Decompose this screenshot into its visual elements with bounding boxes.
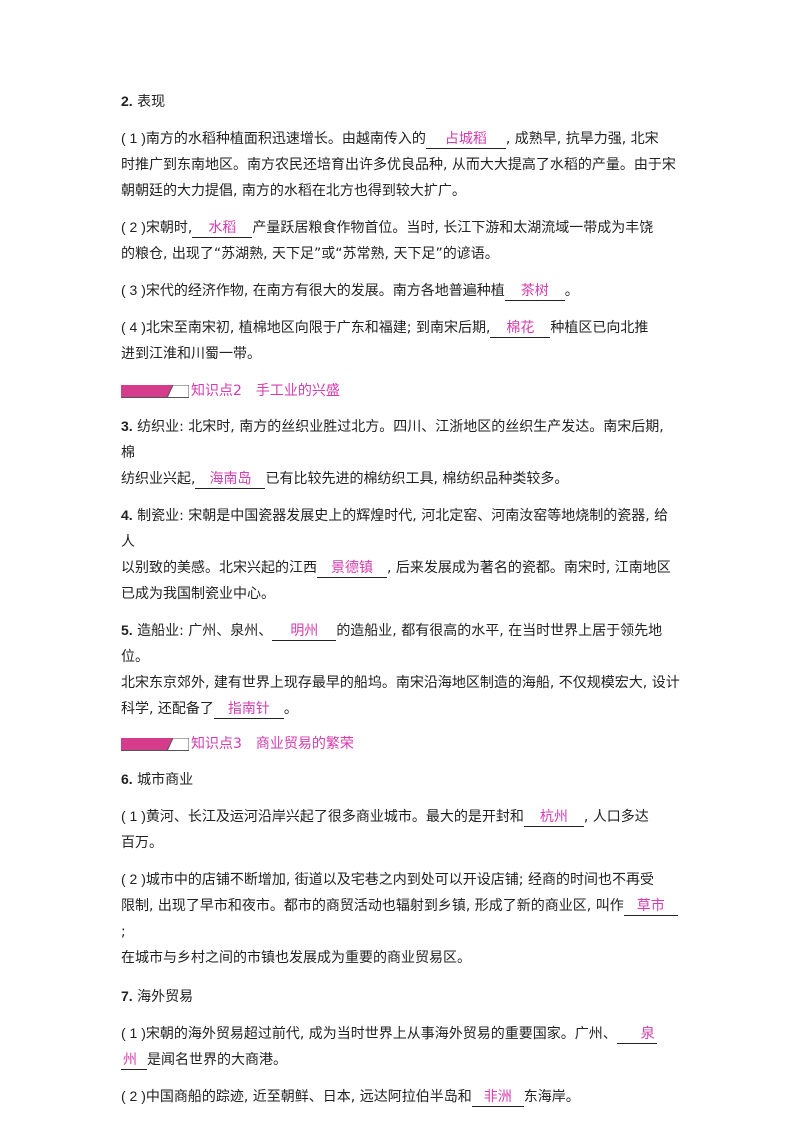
answer-blank: 泉 xyxy=(616,1025,657,1044)
section-6-heading: 6. 城市商业 xyxy=(121,771,194,788)
answer-blank: 海南岛 xyxy=(195,470,266,489)
answer-blank: 州 xyxy=(121,1051,147,1070)
section-5: 5. 造船业: 广州、泉州、明州的造船业, 都有很高的水平, 在当时世界上居于领… xyxy=(121,622,680,719)
section-7-heading: 7. 海外贸易 xyxy=(121,988,194,1005)
answer-blank: 草市 xyxy=(623,897,678,916)
answer-blank: 明州 xyxy=(272,622,337,641)
section-4: 4. 制瓷业: 宋朝是中国瓷器发展史上的辉煌时代, 河北定窑、河南汝窑等地烧制的… xyxy=(121,507,671,602)
knowledge-point-3-header: 知识点3 商业贸易的繁荣 xyxy=(121,734,681,754)
section-2-heading: 2. 表现 xyxy=(121,93,166,110)
s2-item-2: ( 2 )宋朝时,水稻产量跃居粮食作物首位。当时, 长江下游和太湖流域一带成为丰… xyxy=(121,219,654,262)
s7-item-2: ( 2 )中国商船的踪迹, 近至朝鲜、日本, 远达阿拉伯半岛和非洲东海岸。 xyxy=(121,1088,580,1107)
s2-item-3: ( 3 )宋代的经济作物, 在南方有很大的发展。南方各地普遍种植茶树。 xyxy=(121,282,579,301)
answer-blank: 水稻 xyxy=(192,219,253,238)
answer-blank: 棉花 xyxy=(490,319,551,338)
answer-blank: 非洲 xyxy=(471,1088,524,1107)
answer-blank: 景德镇 xyxy=(317,559,387,578)
answer-blank: 杭州 xyxy=(523,808,584,827)
s6-item-1: ( 1 )黄河、长江及运河沿岸兴起了很多商业城市。最大的是开封和杭州, 人口多达… xyxy=(121,808,649,851)
worksheet-page: 2. 表现 ( 1 )南方的水稻种植面积迅速增长。由越南传入的占城稻, 成熟早,… xyxy=(121,88,681,1110)
section-banner-icon xyxy=(121,384,189,398)
answer-blank: 指南针 xyxy=(213,700,284,719)
knowledge-point-2-header: 知识点2 手工业的兴盛 xyxy=(121,381,681,401)
section-banner-icon xyxy=(121,737,189,751)
s2-item-1: ( 1 )南方的水稻种植面积迅速增长。由越南传入的占城稻, 成熟早, 抗旱力强,… xyxy=(121,130,676,199)
answer-blank: 占城稻 xyxy=(425,130,506,149)
answer-blank: 茶树 xyxy=(504,282,565,301)
s6-item-2: ( 2 )城市中的店铺不断增加, 街道以及宅巷之内到处可以开设店铺; 经商的时间… xyxy=(121,866,681,971)
s7-item-1: ( 1 )宋朝的海外贸易超过前代, 成为当时世界上从事海外贸易的重要国家。广州、… xyxy=(121,1025,657,1070)
section-3: 3. 纺织业: 北宋时, 南方的丝织业胜过北方。四川、江浙地区的丝织生产发达。南… xyxy=(121,418,664,489)
s2-item-4: ( 4 )北宋至南宋初, 植棉地区向限于广东和福建; 到南宋后期,棉花种植区已向… xyxy=(121,319,649,362)
